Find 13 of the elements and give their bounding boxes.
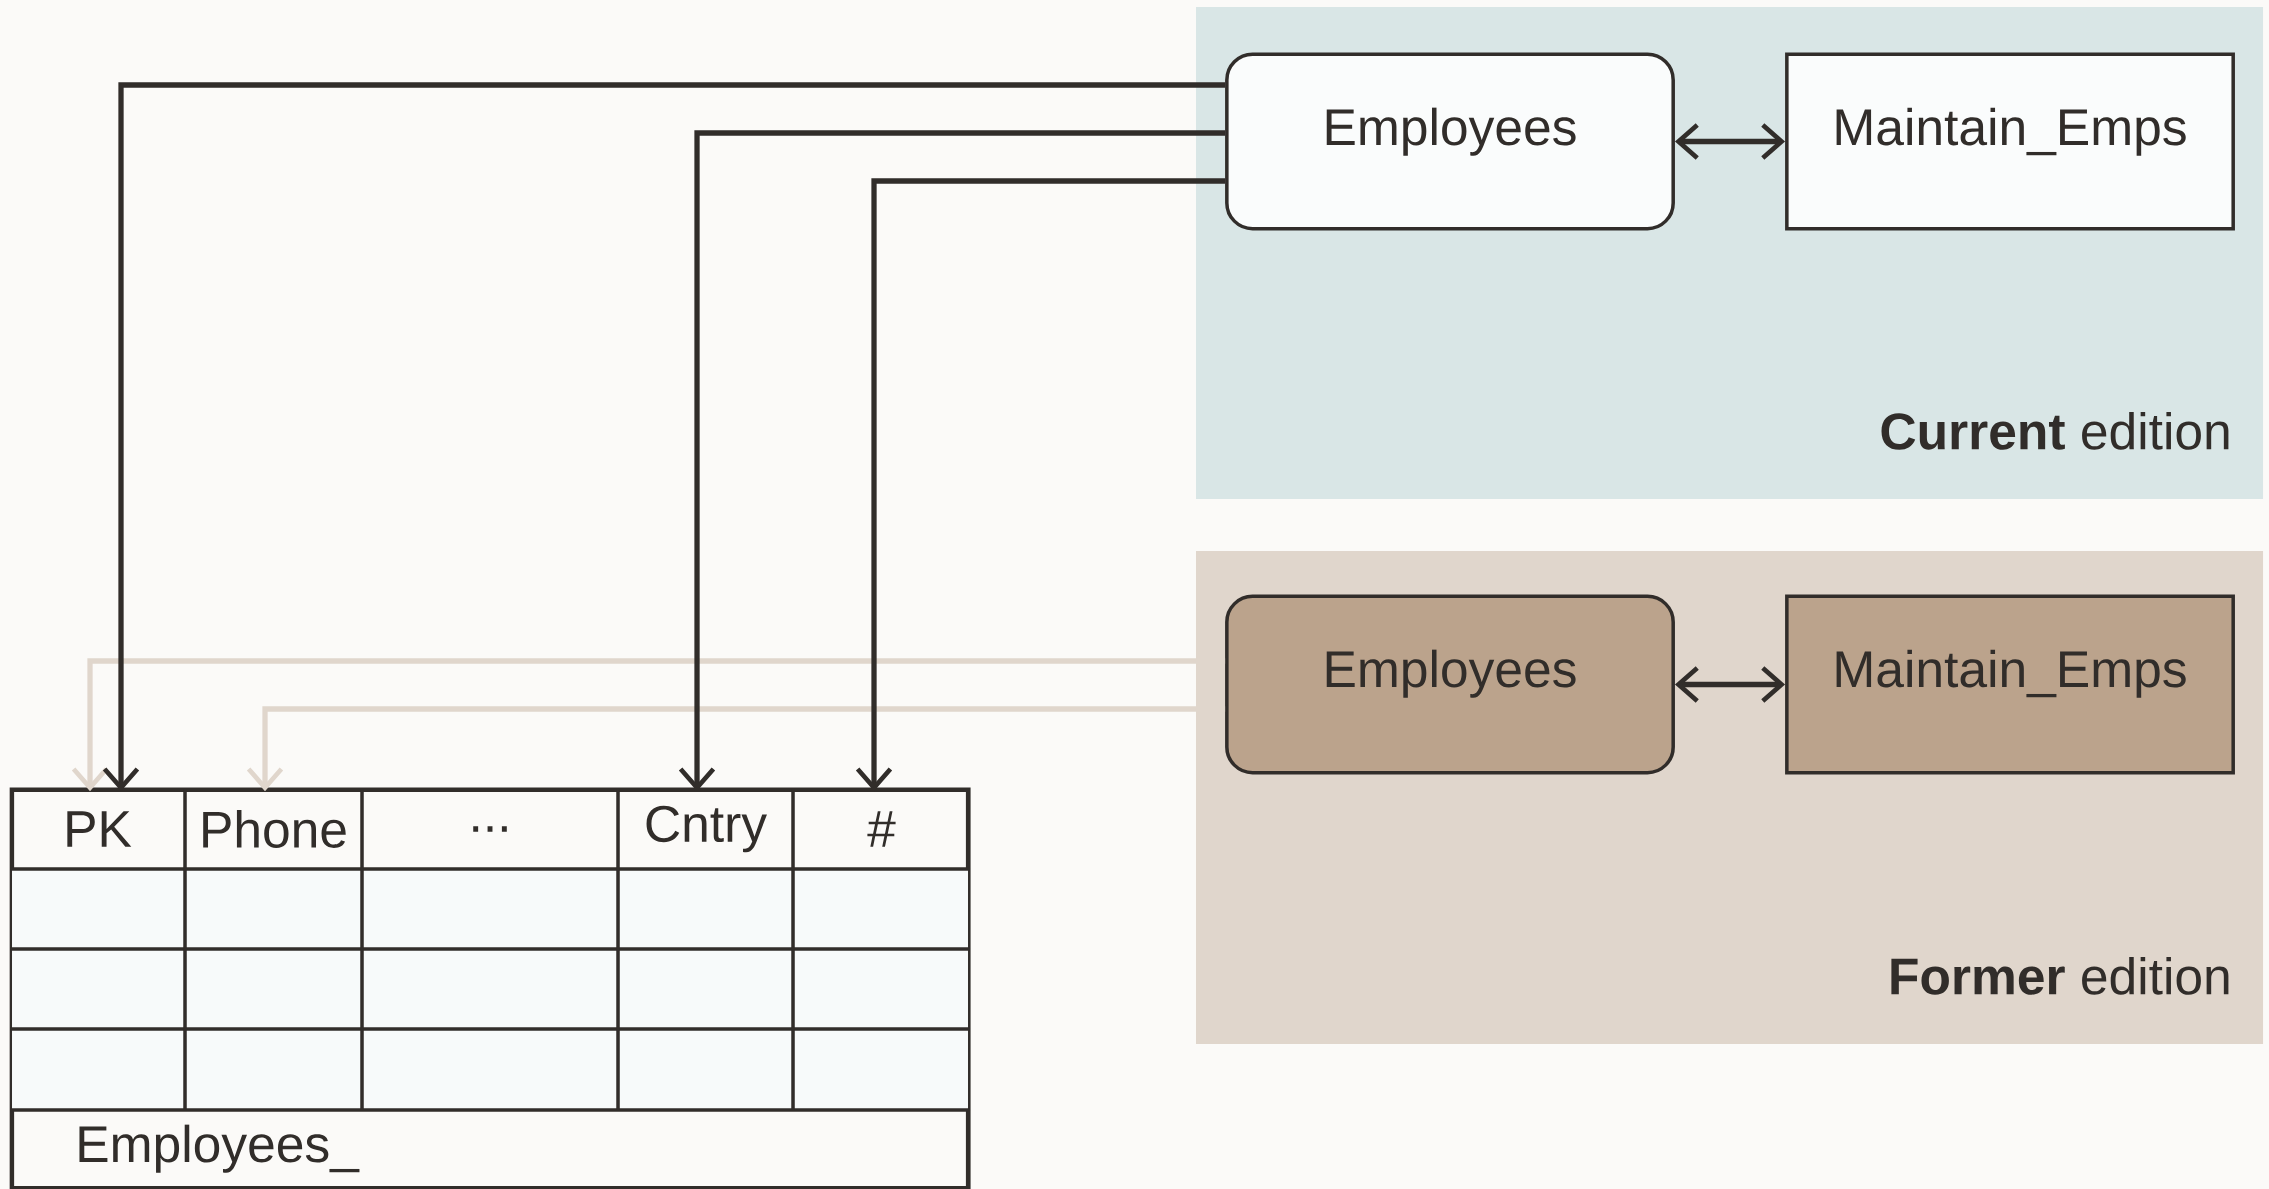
- column-header: #: [867, 811, 896, 847]
- arrow: [1674, 666, 1786, 703]
- column-header: Cntry: [646, 805, 767, 853]
- column-header: ...: [473, 826, 507, 832]
- program-box: Maintain_Emps: [1785, 594, 2235, 775]
- table-object-box: Employees: [1225, 52, 1675, 231]
- arrow: [1674, 123, 1786, 160]
- arrow: [246, 706, 1226, 792]
- column-header: Phone: [203, 810, 346, 848]
- program-box: Maintain_Emps: [1785, 52, 2235, 231]
- table-object-box: Employees: [1225, 594, 1675, 775]
- column-header: PK: [67, 811, 132, 847]
- arrow: [71, 658, 1226, 792]
